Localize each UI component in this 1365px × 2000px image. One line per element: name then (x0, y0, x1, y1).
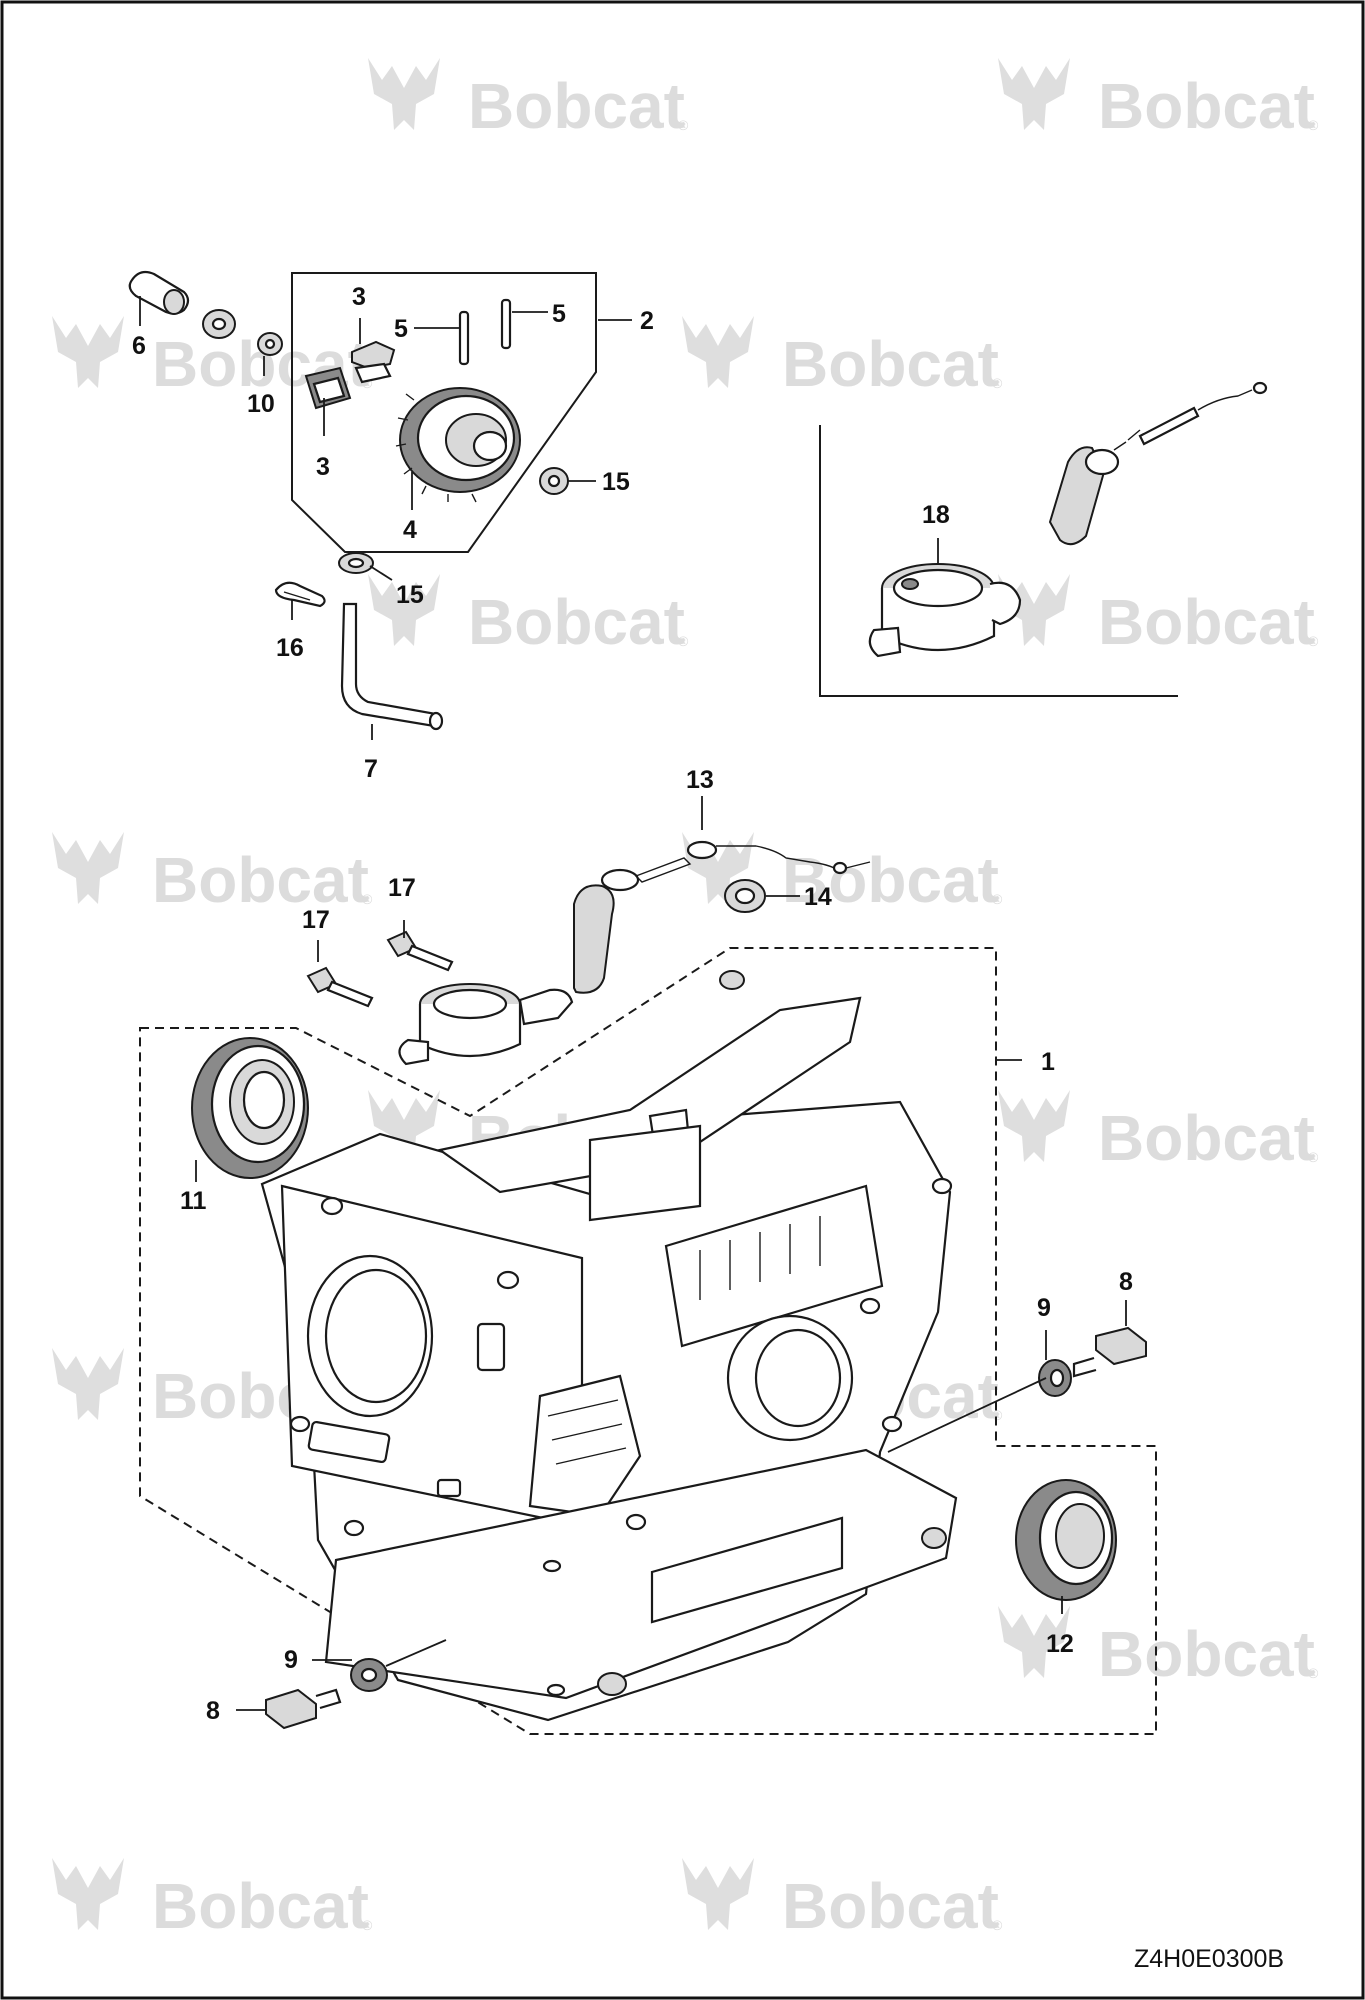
callout-1: 1 (1041, 1048, 1055, 1076)
watermark: Bobcat® (998, 1090, 1319, 1174)
washer-part (1038, 1359, 1072, 1397)
bolt-part (306, 966, 374, 1008)
callout-labels: 2 3 3 5 5 4 6 10 15 15 16 7 18 13 14 17 … (132, 283, 1133, 1725)
pin-part (458, 310, 470, 366)
oil-alert-switch-part (398, 840, 871, 1066)
leader-lines (139, 296, 1127, 1711)
crankcase-group-outline (139, 947, 1157, 1735)
callout-8: 8 (1119, 1268, 1133, 1296)
oil-level-sensor-part (868, 381, 1268, 658)
svg-text:®: ® (992, 1407, 1003, 1423)
callout-15: 15 (396, 581, 424, 609)
retaining-clip-part (274, 581, 326, 608)
governor-block-part (304, 366, 352, 410)
pin-part (500, 298, 512, 350)
watermark: Bobcat® (998, 574, 1319, 658)
callout-10: 10 (247, 390, 275, 418)
svg-text:Bobcat: Bobcat (1098, 1102, 1315, 1174)
drawing-code: Z4H0E0300B (1134, 1945, 1284, 1973)
svg-text:®: ® (362, 375, 373, 391)
svg-text:Bobcat: Bobcat (782, 328, 999, 400)
callout-11: 11 (180, 1187, 207, 1215)
callout-12: 12 (1046, 1630, 1074, 1658)
svg-text:®: ® (992, 891, 1003, 907)
callout-9: 9 (1037, 1294, 1051, 1322)
svg-text:®: ® (362, 1917, 373, 1933)
callout-15: 15 (602, 468, 630, 496)
oil-seal-part (1015, 1479, 1117, 1601)
inset-frame (819, 425, 1178, 697)
callout-17: 17 (302, 906, 330, 934)
callout-17: 17 (388, 874, 416, 902)
governor-gear-part (395, 387, 521, 503)
svg-text:Bobcat: Bobcat (152, 844, 369, 916)
svg-text:®: ® (678, 117, 689, 133)
callout-5: 5 (394, 315, 408, 343)
governor-holder-part (351, 340, 396, 384)
svg-text:Bobcat: Bobcat (1098, 70, 1315, 142)
svg-text:Bobcat: Bobcat (468, 586, 685, 658)
svg-text:®: ® (1308, 1665, 1319, 1681)
watermark: Bobcat® (52, 832, 373, 916)
thrust-washer-part (338, 552, 374, 574)
callout-3: 3 (352, 283, 366, 311)
watermark: Bobcat® (998, 58, 1319, 142)
svg-text:®: ® (362, 891, 373, 907)
thrust-washer-part (539, 467, 569, 495)
svg-text:®: ® (992, 1917, 1003, 1933)
callout-2: 2 (640, 307, 654, 335)
callout-8: 8 (206, 1697, 220, 1725)
ball-bearing-part (191, 1037, 309, 1179)
drain-bolt-part (265, 1688, 342, 1730)
governor-group-outline (291, 272, 597, 553)
watermark: Bobcat® (52, 1858, 373, 1942)
svg-text:®: ® (678, 633, 689, 649)
governor-arm-part (340, 602, 444, 731)
watermark: Bobcat® (368, 574, 689, 658)
governor-shaft-part (128, 270, 190, 315)
callout-13: 13 (686, 766, 714, 794)
callout-6: 6 (132, 332, 146, 360)
washer-part (202, 309, 236, 339)
callout-4: 4 (403, 516, 417, 544)
svg-text:Bobcat: Bobcat (1098, 1618, 1315, 1690)
watermark: Bobcat® (682, 832, 1003, 916)
svg-text:®: ® (992, 375, 1003, 391)
bolt-part (386, 930, 454, 972)
svg-text:®: ® (1308, 117, 1319, 133)
watermark: Bobcat® (682, 1858, 1003, 1942)
svg-text:®: ® (1308, 1149, 1319, 1165)
callout-9: 9 (284, 1646, 298, 1674)
washer-part (350, 1658, 388, 1692)
callout-3: 3 (316, 453, 330, 481)
callout-14: 14 (804, 883, 832, 911)
watermark: Bobcat® (998, 1606, 1319, 1690)
callout-16: 16 (276, 634, 304, 662)
svg-text:®: ® (1308, 633, 1319, 649)
watermark: Bobcat® (682, 316, 1003, 400)
grommet-part (724, 879, 766, 913)
drain-bolt-part (1072, 1326, 1147, 1378)
crankcase-body-part (260, 996, 958, 1722)
callout-5: 5 (552, 300, 566, 328)
svg-text:Bobcat: Bobcat (1098, 586, 1315, 658)
callout-18: 18 (922, 501, 950, 529)
callout-7: 7 (364, 755, 378, 783)
svg-text:Bobcat: Bobcat (152, 1870, 369, 1942)
watermark: Bobcat® (368, 58, 689, 142)
svg-text:Bobcat: Bobcat (782, 1870, 999, 1942)
nut-part (719, 970, 745, 990)
svg-text:Bobcat: Bobcat (468, 70, 685, 142)
clip-part (257, 332, 283, 356)
svg-text:Bobcat: Bobcat (782, 844, 999, 916)
